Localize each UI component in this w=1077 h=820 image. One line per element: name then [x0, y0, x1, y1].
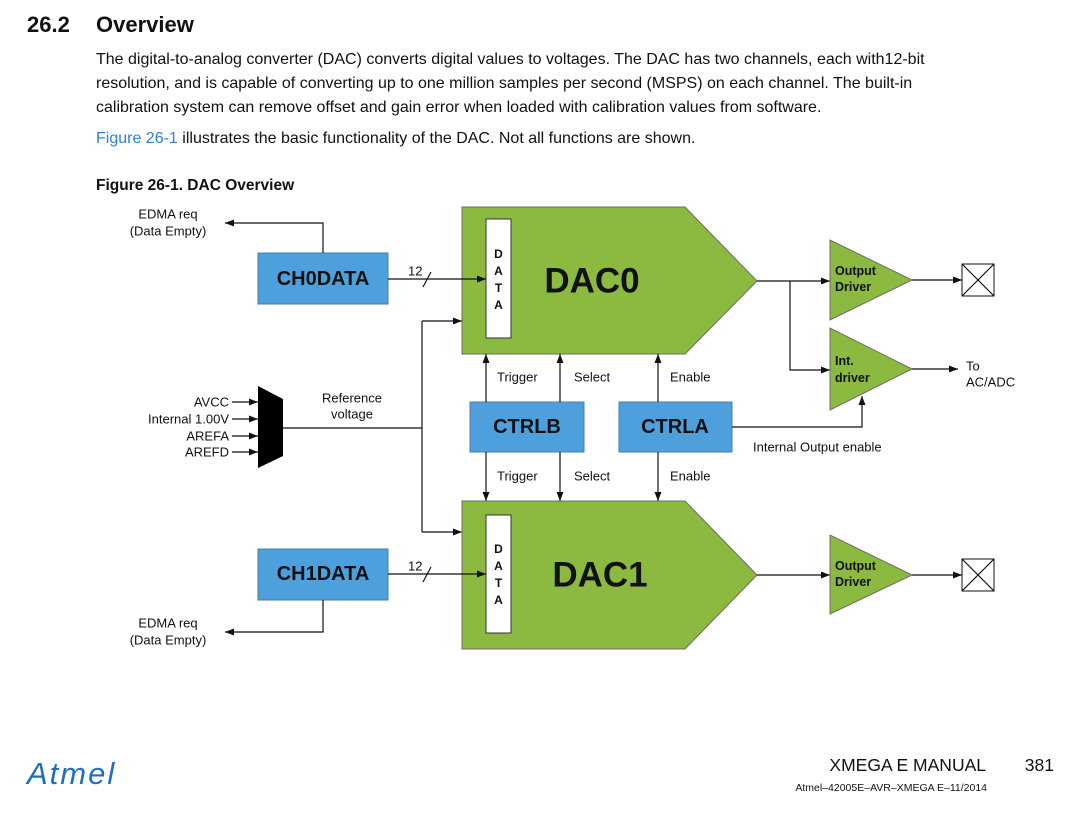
ch1-edma-sublabel: (Data Empty) — [130, 633, 207, 648]
dac1-data-letter: T — [495, 576, 503, 590]
manual-title: XMEGA E MANUAL — [829, 755, 986, 775]
internal-driver: Int. driver — [829, 327, 914, 411]
dac0-body — [461, 206, 758, 355]
enable-signal-label: Enable — [670, 469, 710, 484]
figure-link[interactable]: Figure 26-1 — [96, 130, 178, 147]
dac0-data-letter: T — [495, 281, 503, 295]
dac1-data-letter: A — [494, 559, 503, 573]
ch0data-register — [257, 252, 389, 305]
ch1data-register-block: CH1DATA — [257, 548, 389, 601]
section-number: 26.2 — [27, 12, 70, 37]
ctrlb-register-block: CTRLB — [469, 401, 585, 453]
dac0-data-letter: D — [494, 247, 503, 261]
dac0-data-letter: A — [494, 264, 503, 278]
reference-voltage-label: Reference — [322, 391, 382, 406]
reference-voltage-sublabel: voltage — [331, 407, 373, 422]
pin-cross — [961, 263, 995, 297]
atmel-logo: Atmel — [27, 756, 117, 791]
ctrla-register-block: CTRLA — [618, 401, 733, 453]
ctrlb-label: CTRLB — [493, 416, 561, 438]
dac0-data-letter: A — [494, 298, 503, 312]
internal-output-enable-label: Internal Output enable — [753, 440, 882, 455]
dac1-data-letter: D — [494, 542, 503, 556]
ch0-edma-request-line — [225, 219, 324, 253]
overview-paragraph: The digital-to-analog converter (DAC) co… — [96, 48, 925, 120]
internal-driver-sublabel: driver — [835, 371, 870, 385]
ctrlb-register — [469, 401, 585, 453]
paragraph-line: calibration system can remove offset and… — [96, 99, 822, 116]
reference-input-label: AREFA — [186, 429, 229, 444]
paragraph-line: The digital-to-analog converter (DAC) co… — [96, 51, 925, 68]
figure-sentence-text: illustrates the basic functionality of t… — [182, 130, 696, 147]
ch0data-register-block: CH0DATA — [257, 252, 389, 305]
dac0-data-port — [485, 218, 512, 339]
dac0-block: D A T A DAC0 — [461, 206, 758, 355]
dac1-block: D A T A DAC1 — [461, 500, 758, 650]
internal-output-enable-line — [732, 396, 866, 428]
output-driver-label: Output — [835, 264, 877, 278]
dac0-internal-branch — [789, 281, 830, 374]
section-title: Overview — [96, 12, 194, 37]
dac-overview-diagram: D A T A DAC0 CH0DATA 12 EDMA req (Data E… — [130, 206, 1015, 650]
ctrla-register — [618, 401, 733, 453]
reference-input-label: Internal 1.00V — [148, 412, 229, 427]
output-driver-triangle — [829, 534, 914, 615]
dac1-output-driver: Output Driver — [829, 534, 914, 615]
dac1-label: DAC1 — [552, 556, 647, 595]
ac-adc-destination-label: To — [966, 359, 980, 374]
dac0-output-pin-icon — [961, 263, 995, 297]
ac-adc-destination-sublabel: AC/ADC — [966, 375, 1015, 390]
internal-driver-triangle — [829, 327, 914, 411]
dac0-output-driver: Output Driver — [829, 239, 914, 321]
pin-cross — [961, 558, 995, 592]
ch0-edma-sublabel: (Data Empty) — [130, 224, 207, 239]
reference-inputs: AVCC Internal 1.00V AREFA AREFD — [148, 395, 258, 460]
ch0-edma-label: EDMA req — [138, 207, 197, 222]
reference-multiplexer — [258, 386, 283, 468]
ch0data-label: CH0DATA — [277, 268, 370, 290]
reference-input-label: AVCC — [194, 395, 229, 410]
ctrla-label: CTRLA — [641, 416, 709, 438]
output-driver-label: Output — [835, 559, 877, 573]
trigger-signal-label: Trigger — [497, 469, 538, 484]
paragraph-line: resolution, and is capable of converting… — [96, 75, 913, 92]
document-id: Atmel–42005E–AVR–XMEGA E–11/2014 — [795, 782, 987, 794]
ch0-bus-slash — [422, 271, 432, 288]
reference-input-label: AREFD — [185, 445, 229, 460]
ch1-edma-label: EDMA req — [138, 616, 197, 631]
dac1-body — [461, 500, 758, 650]
ch1data-label: CH1DATA — [277, 563, 370, 585]
internal-driver-label: Int. — [835, 354, 854, 368]
output-driver-triangle — [829, 239, 914, 321]
figure-caption: Figure 26-1. DAC Overview — [96, 177, 295, 194]
ch0-bus-width: 12 — [408, 264, 422, 279]
ch1-bus-width: 12 — [408, 559, 422, 574]
ch1-edma-request-line — [225, 600, 324, 636]
figure-reference-sentence: Figure 26-1 illustrates the basic functi… — [96, 127, 695, 151]
select-signal-label: Select — [574, 469, 611, 484]
dac1-data-port — [485, 514, 512, 634]
dac1-output-pin-icon — [961, 558, 995, 592]
ch1-bus-slash — [422, 566, 432, 583]
trigger-signal-label: Trigger — [497, 370, 538, 385]
dac1-data-letter: A — [494, 593, 503, 607]
select-signal-label: Select — [574, 370, 611, 385]
enable-signal-label: Enable — [670, 370, 710, 385]
page-number: 381 — [1024, 755, 1054, 775]
dac0-label: DAC0 — [544, 262, 639, 301]
output-driver-sublabel: Driver — [835, 280, 871, 294]
output-driver-sublabel: Driver — [835, 575, 871, 589]
